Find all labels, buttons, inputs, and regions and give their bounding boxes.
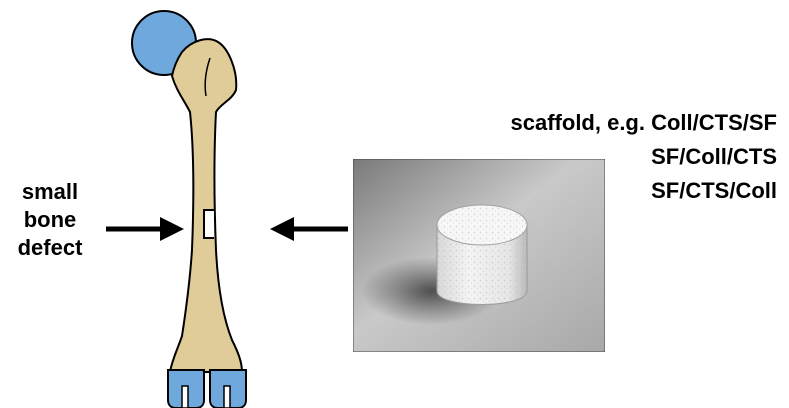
scaffold-label-line1: scaffold, e.g. Coll/CTS/SF <box>511 106 777 140</box>
condyle-notch-left <box>182 386 188 408</box>
arrow-left-icon <box>268 214 350 244</box>
arrow-right-icon <box>104 214 186 244</box>
condyle-notch-right <box>224 386 230 408</box>
defect-label-line1: small <box>4 178 96 206</box>
defect-label-line2: bone <box>4 206 96 234</box>
bone-defect-notch <box>204 210 214 238</box>
scaffold-label: scaffold, e.g. Coll/CTS/SF SF/Coll/CTS S… <box>511 106 777 208</box>
femur-illustration <box>120 0 260 408</box>
femur-shaft <box>170 39 242 372</box>
defect-label: small bone defect <box>4 178 96 262</box>
defect-label-line3: defect <box>4 234 96 262</box>
scaffold-label-line2: SF/Coll/CTS <box>511 140 777 174</box>
scaffold-label-line3: SF/CTS/Coll <box>511 174 777 208</box>
